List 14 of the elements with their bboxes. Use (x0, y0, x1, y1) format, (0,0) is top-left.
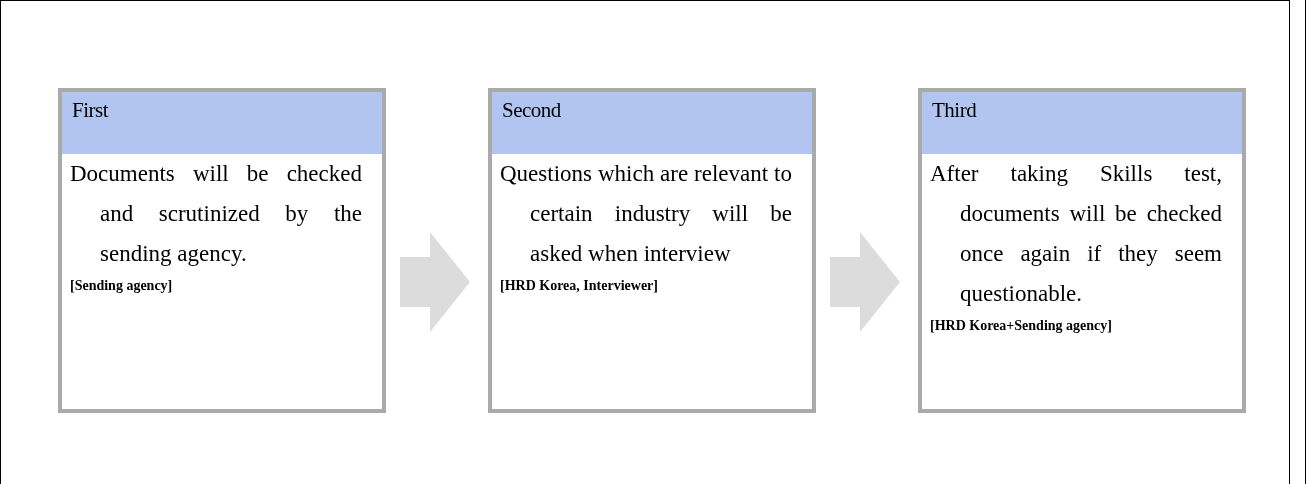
step-card (58, 88, 386, 413)
step-card (918, 88, 1246, 413)
flow-arrow (830, 232, 900, 332)
step-card (488, 88, 816, 413)
step-heading: First (62, 92, 382, 154)
responsible-party: [HRD Korea, Interviewer] (499, 277, 659, 294)
step-description: After taking Skills test, documents will be checked once again if they seem questionable. (929, 160, 1223, 308)
responsible-party: [HRD Korea+Sending agency] (929, 317, 1113, 334)
step-description: Documents will be checked and scrutinized by the sending agency. (69, 160, 363, 268)
step-description: Questions which are relevant to certain industry will be asked when interview (499, 160, 793, 268)
step-heading: Third (922, 92, 1242, 154)
flow-arrow (400, 232, 470, 332)
step-heading: Second (492, 92, 812, 154)
responsible-party: [Sending agency] (69, 277, 174, 294)
